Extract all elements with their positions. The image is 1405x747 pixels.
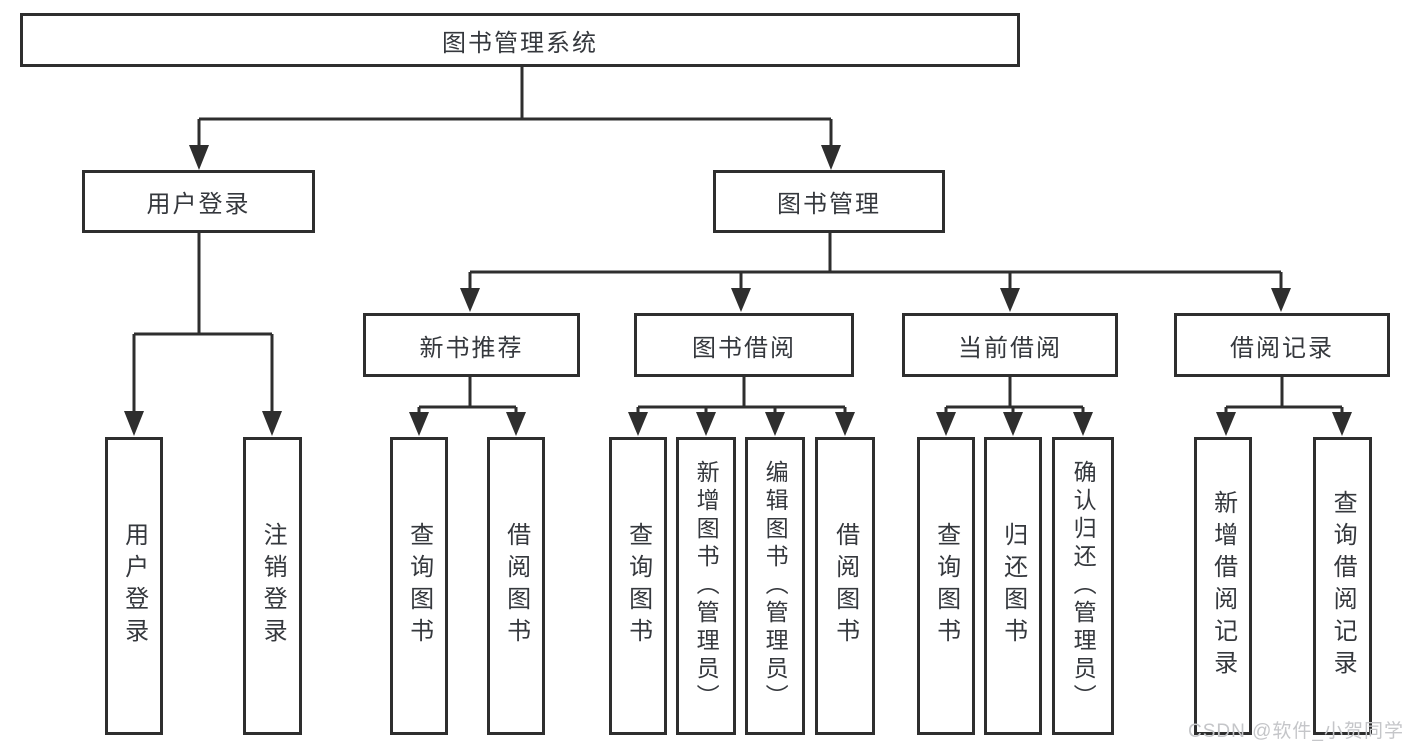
leaf-query-borrow-record-label: 查询借阅记录 — [1329, 490, 1357, 682]
leaf-return-books-label: 归还图书 — [999, 522, 1027, 650]
leaf-add-books-admin: 新增图书（管理员） — [676, 437, 736, 735]
leaf-edit-books-admin-label: 编辑图书（管理员） — [762, 460, 789, 712]
node-user-login-label: 用户登录 — [146, 191, 251, 218]
leaf-recommend-borrow-books-label: 借阅图书 — [502, 522, 530, 650]
connector-new-book-split — [417, 377, 518, 414]
leaf-return-books: 归还图书 — [984, 437, 1042, 735]
leaf-user-login-label: 用户登录 — [120, 522, 148, 650]
node-book-borrow: 图书借阅 — [634, 313, 854, 377]
leaf-borrow-query-books: 查询图书 — [609, 437, 667, 735]
leaf-recommend-query-books: 查询图书 — [390, 437, 448, 735]
leaf-edit-books-admin: 编辑图书（管理员） — [745, 437, 805, 735]
leaf-borrow-query-books-label: 查询图书 — [624, 522, 652, 650]
connector-book-management-split — [468, 233, 1283, 290]
node-current-borrow-label: 当前借阅 — [958, 334, 1062, 362]
node-new-book-recommend: 新书推荐 — [363, 313, 580, 377]
leaf-confirm-return-admin: 确认归还（管理员） — [1052, 437, 1114, 735]
node-user-login: 用户登录 — [82, 170, 315, 233]
leaf-add-books-admin-label: 新增图书（管理员） — [693, 460, 720, 712]
leaf-borrow-books-label: 借阅图书 — [831, 522, 859, 650]
leaf-borrow-books: 借阅图书 — [815, 437, 875, 735]
leaf-logout: 注销登录 — [243, 437, 302, 735]
node-borrow-records: 借阅记录 — [1174, 313, 1390, 377]
leaf-recommend-borrow-books: 借阅图书 — [487, 437, 545, 735]
leaf-recommend-query-books-label: 查询图书 — [405, 522, 433, 650]
leaf-add-borrow-record: 新增借阅记录 — [1194, 437, 1252, 735]
node-current-borrow: 当前借阅 — [902, 313, 1118, 377]
node-book-borrow-label: 图书借阅 — [692, 334, 796, 362]
node-root: 图书管理系统 — [20, 13, 1020, 67]
leaf-current-query-books: 查询图书 — [917, 437, 975, 735]
node-root-label: 图书管理系统 — [442, 29, 598, 57]
node-book-management-label: 图书管理 — [777, 191, 881, 218]
connector-current-borrow-split — [944, 377, 1085, 414]
node-borrow-records-label: 借阅记录 — [1230, 334, 1334, 362]
leaf-user-login: 用户登录 — [105, 437, 163, 735]
leaf-logout-label: 注销登录 — [259, 522, 287, 650]
leaf-add-borrow-record-label: 新增借阅记录 — [1209, 490, 1237, 682]
connector-root-split — [197, 67, 833, 147]
connector-book-borrow-split — [636, 377, 847, 414]
watermark-text: CSDN @软件_小贺同学 — [1188, 721, 1404, 742]
leaf-current-query-books-label: 查询图书 — [932, 522, 960, 650]
node-new-book-recommend-label: 新书推荐 — [419, 334, 524, 362]
connector-borrow-records-split — [1224, 377, 1344, 414]
leaf-query-borrow-record: 查询借阅记录 — [1313, 437, 1372, 735]
connector-user-login-split — [132, 233, 274, 413]
node-book-management: 图书管理 — [713, 170, 945, 233]
leaf-confirm-return-admin-label: 确认归还（管理员） — [1070, 460, 1097, 712]
arrowheads — [124, 145, 1352, 436]
